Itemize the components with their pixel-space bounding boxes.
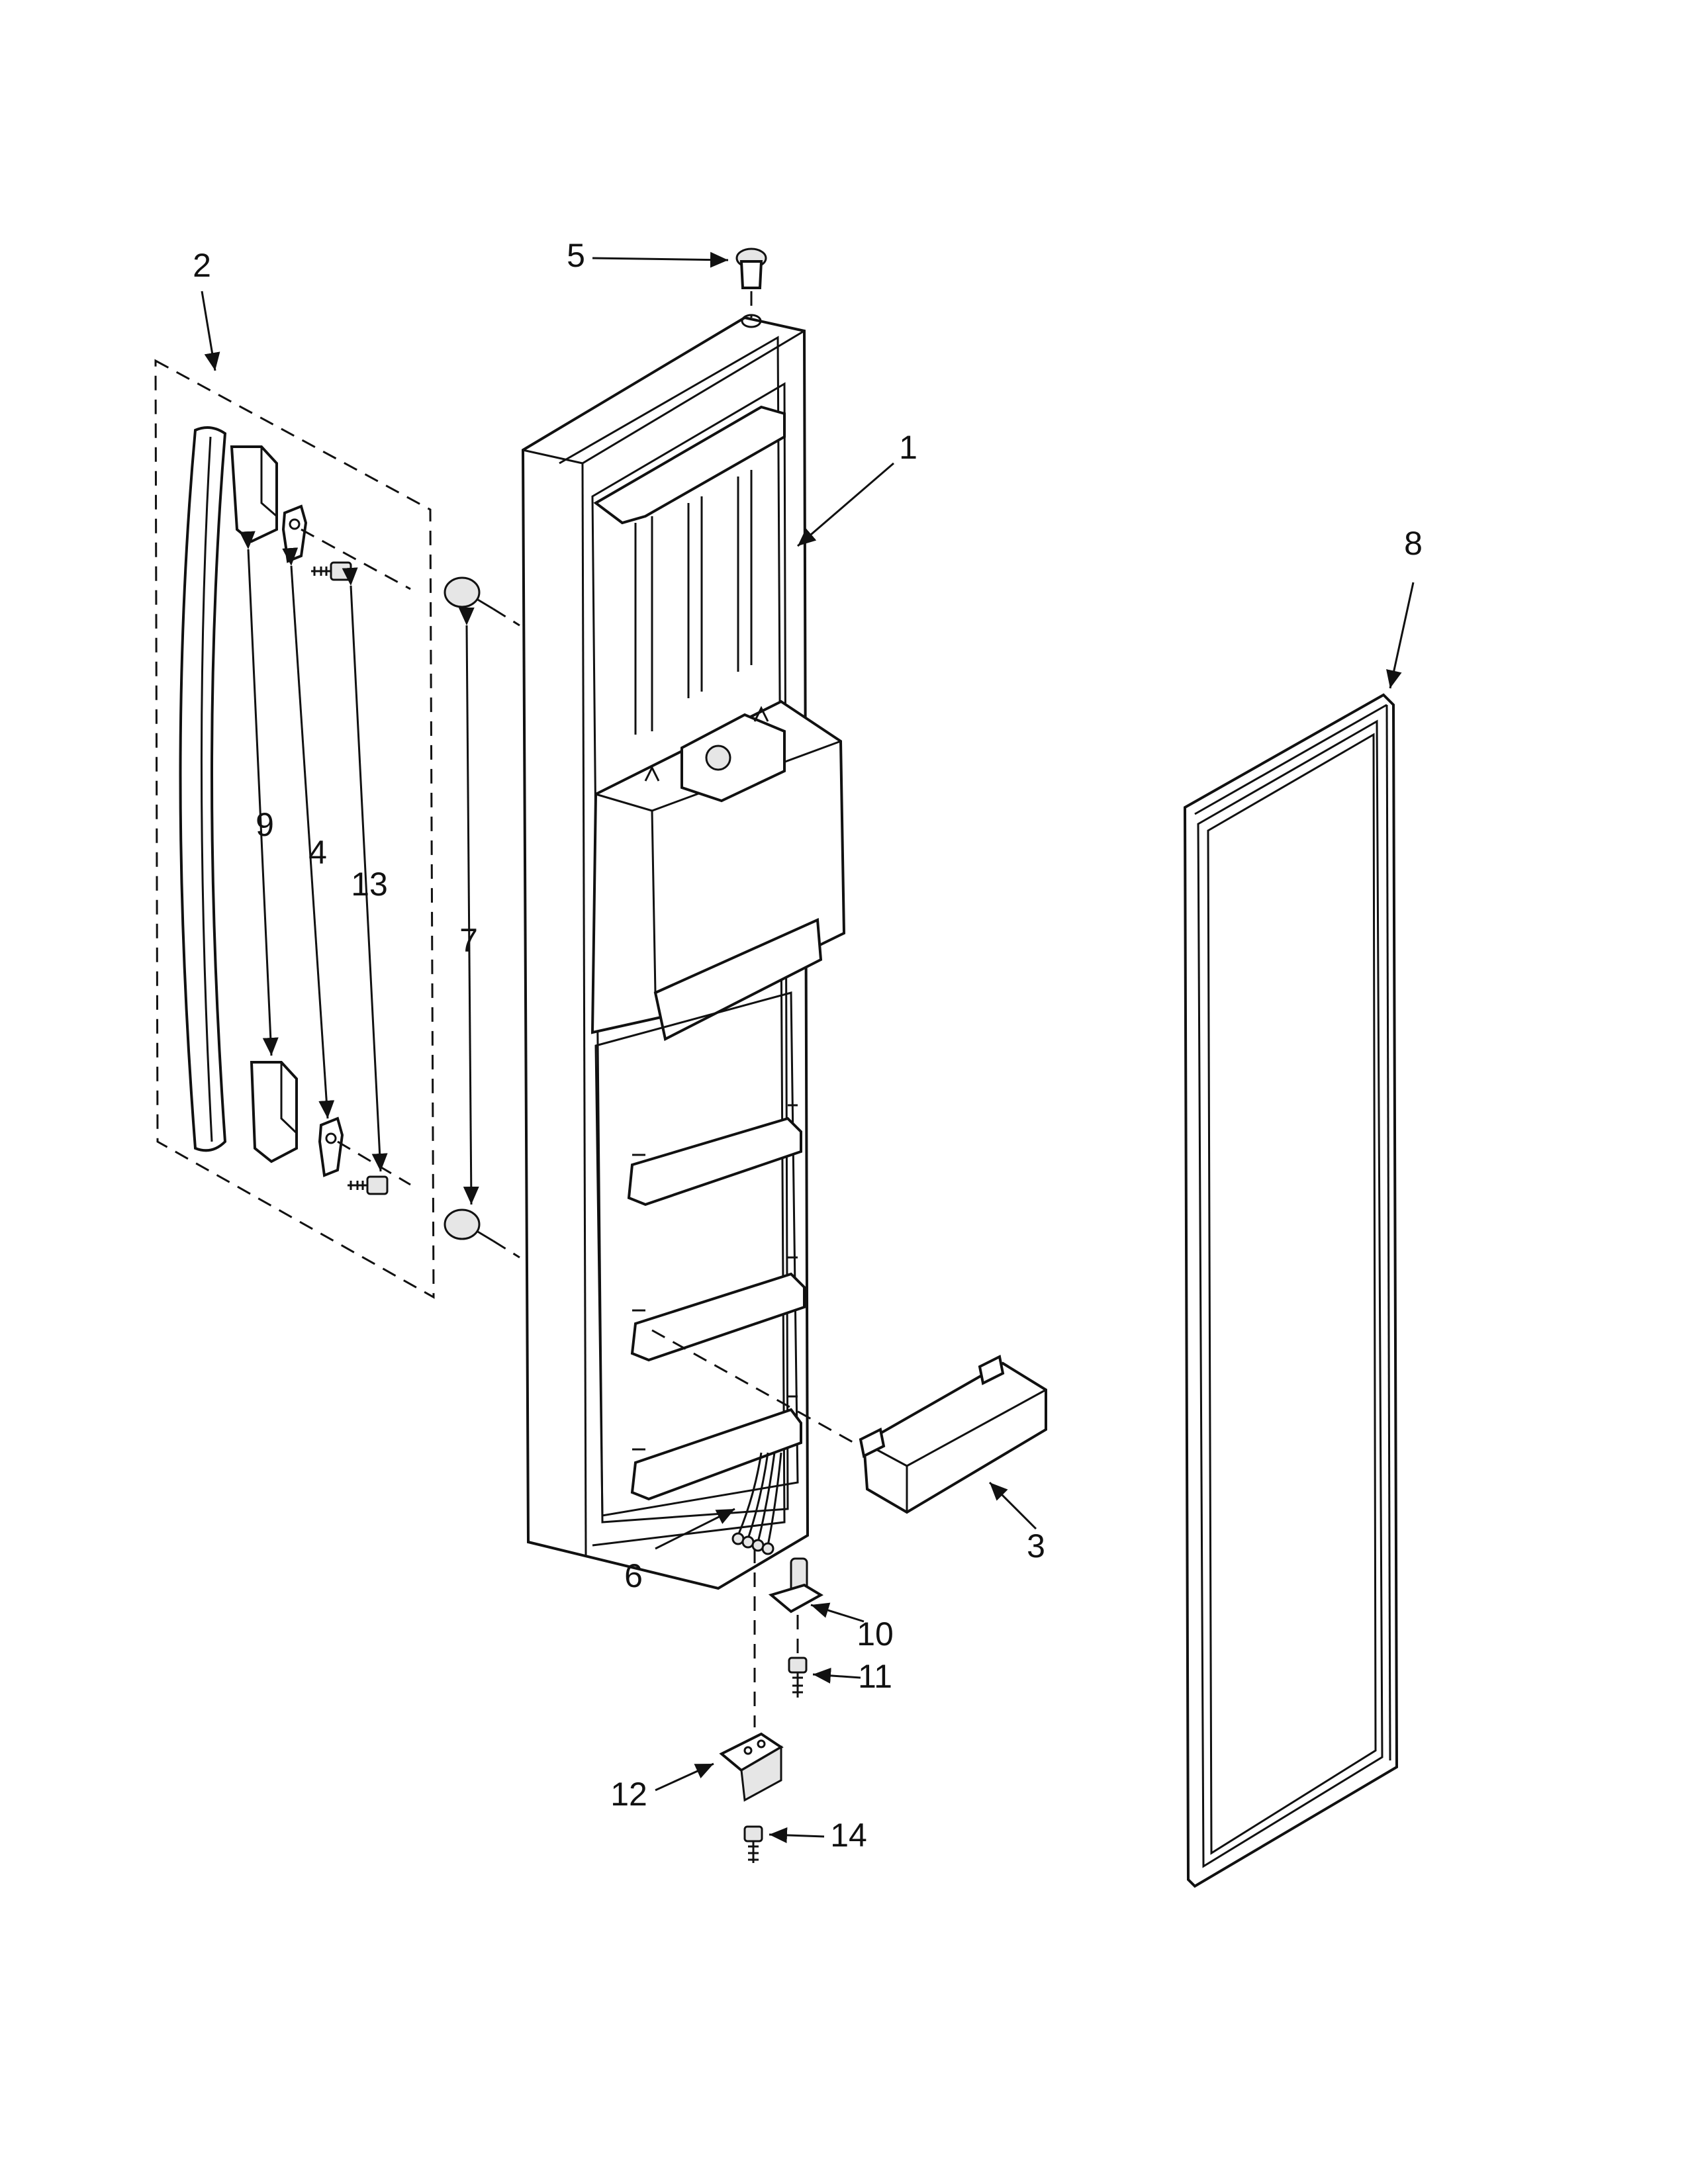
door-bin-part — [859, 1355, 1047, 1514]
door-stops-group — [444, 576, 520, 1259]
callout-8: 8 — [1404, 525, 1423, 562]
callout-11: 11 — [858, 1658, 892, 1695]
handle-lower-mount — [250, 1061, 298, 1163]
upper-clip — [281, 504, 308, 563]
lower-screw-icon — [348, 1175, 389, 1195]
wire-harness — [731, 1452, 782, 1555]
handle-assembly-group — [154, 359, 435, 1299]
top-plug-icon — [735, 248, 767, 328]
hinge-screw-icon — [788, 1657, 808, 1698]
hinge-bracket-icon — [719, 1732, 784, 1802]
handle-kit-boundary — [154, 359, 435, 1299]
callout-9: 9 — [256, 806, 274, 843]
callout-2: 2 — [193, 247, 211, 284]
callout-labels: 1 2 3 4 5 6 7 8 9 10 11 12 13 14 — [193, 237, 1423, 1854]
lower-door-stop-icon — [444, 1208, 494, 1242]
callout-12: 12 — [610, 1776, 647, 1813]
upper-screw-icon — [311, 561, 352, 581]
leader-arrows — [201, 251, 1415, 1843]
door-handle — [179, 426, 227, 1152]
callout-13: 13 — [351, 866, 388, 903]
door-assembly — [521, 316, 846, 1590]
callout-6: 6 — [624, 1557, 643, 1594]
upper-door-stop-icon — [444, 576, 494, 610]
callout-4: 4 — [308, 834, 327, 871]
bracket-screw-icon — [743, 1825, 763, 1863]
hinge-pin-icon — [768, 1557, 823, 1614]
door-bin-middle — [630, 1272, 806, 1362]
door-gasket — [1183, 693, 1399, 1888]
callout-14: 14 — [830, 1817, 867, 1854]
callout-7: 7 — [459, 922, 478, 959]
callout-10: 10 — [857, 1615, 894, 1653]
door-bin-lower — [630, 1408, 802, 1501]
handle-upper-mount — [230, 445, 278, 543]
callout-5: 5 — [567, 237, 585, 274]
callout-1: 1 — [899, 429, 917, 466]
callout-3: 3 — [1027, 1527, 1045, 1565]
door-bin-upper — [627, 1116, 802, 1206]
lower-clip — [318, 1116, 344, 1177]
